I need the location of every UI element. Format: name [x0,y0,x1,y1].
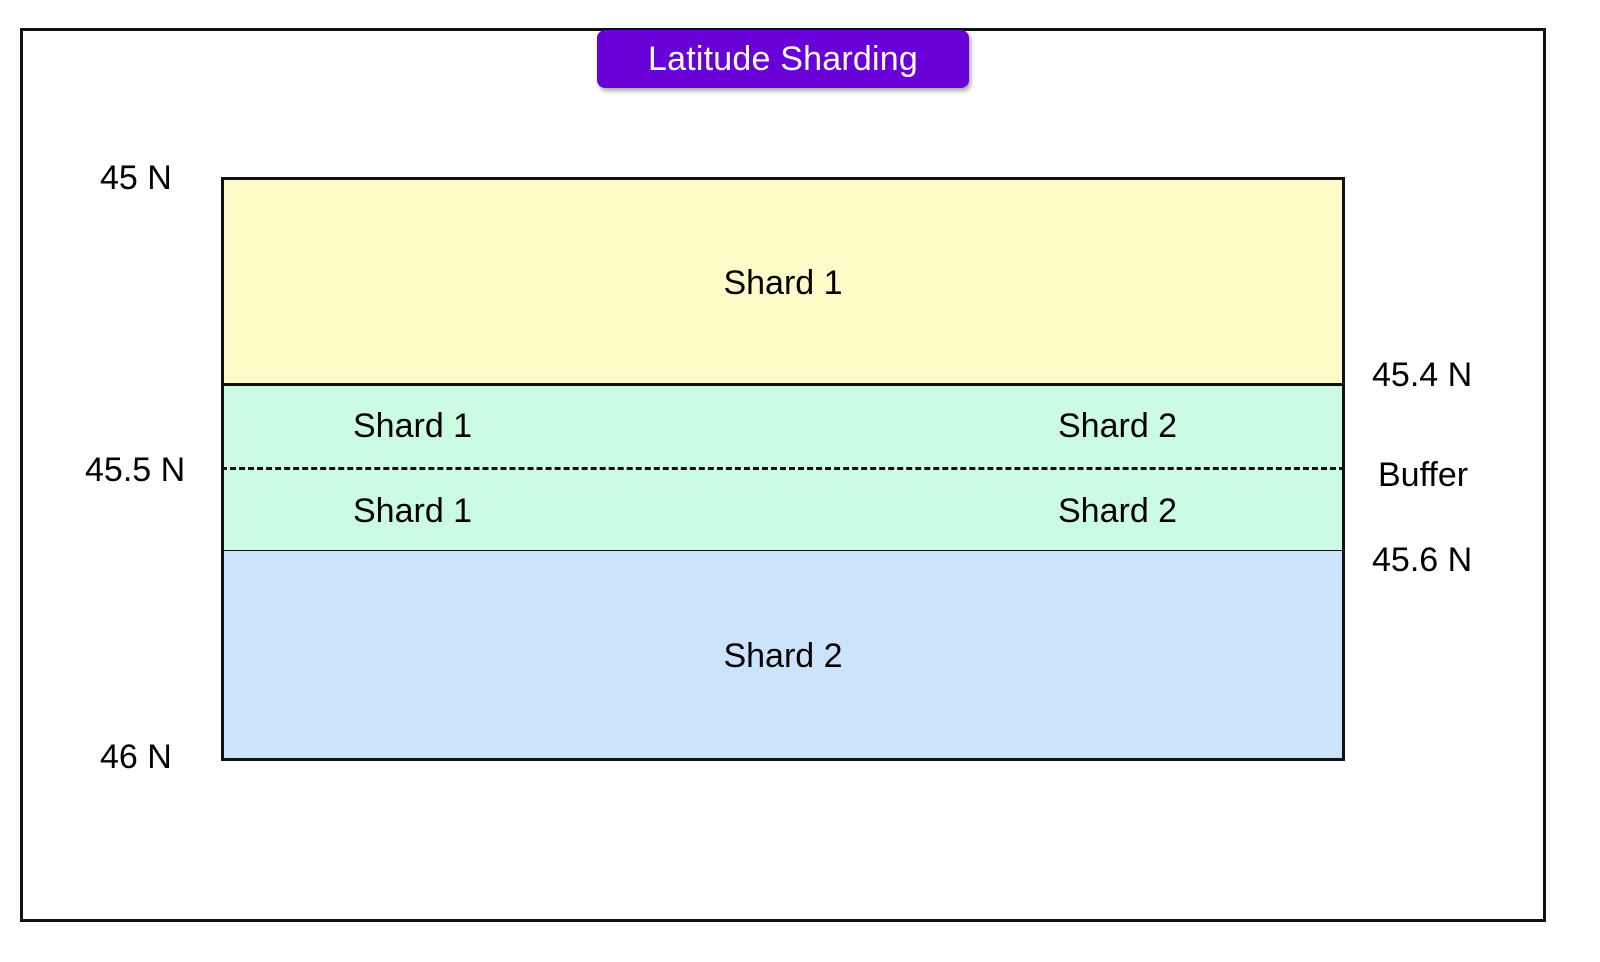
shard1-band-label: Shard 1 [723,264,843,302]
lat-label-buffer-end: 45.6 N [1372,541,1473,579]
lat-label-bottom: 46 N [100,738,172,776]
buffer-lower-right-label: Shard 2 [1058,492,1178,530]
shard2-band-label: Shard 2 [723,637,843,675]
lat-label-top: 45 N [100,159,172,197]
midline-dashed [221,467,1345,470]
diagram-title: Latitude Sharding [597,30,969,88]
buffer-lower-left-label: Shard 1 [353,492,473,530]
buffer-label: Buffer [1378,456,1469,494]
buffer-upper-right-label: Shard 2 [1058,407,1178,445]
buffer-upper-left-label: Shard 1 [353,407,473,445]
lat-label-buffer-start: 45.4 N [1372,356,1473,394]
shard2-band: Shard 2 [221,551,1345,761]
lat-label-middle: 45.5 N [85,451,186,489]
shard1-band: Shard 1 [221,177,1345,385]
